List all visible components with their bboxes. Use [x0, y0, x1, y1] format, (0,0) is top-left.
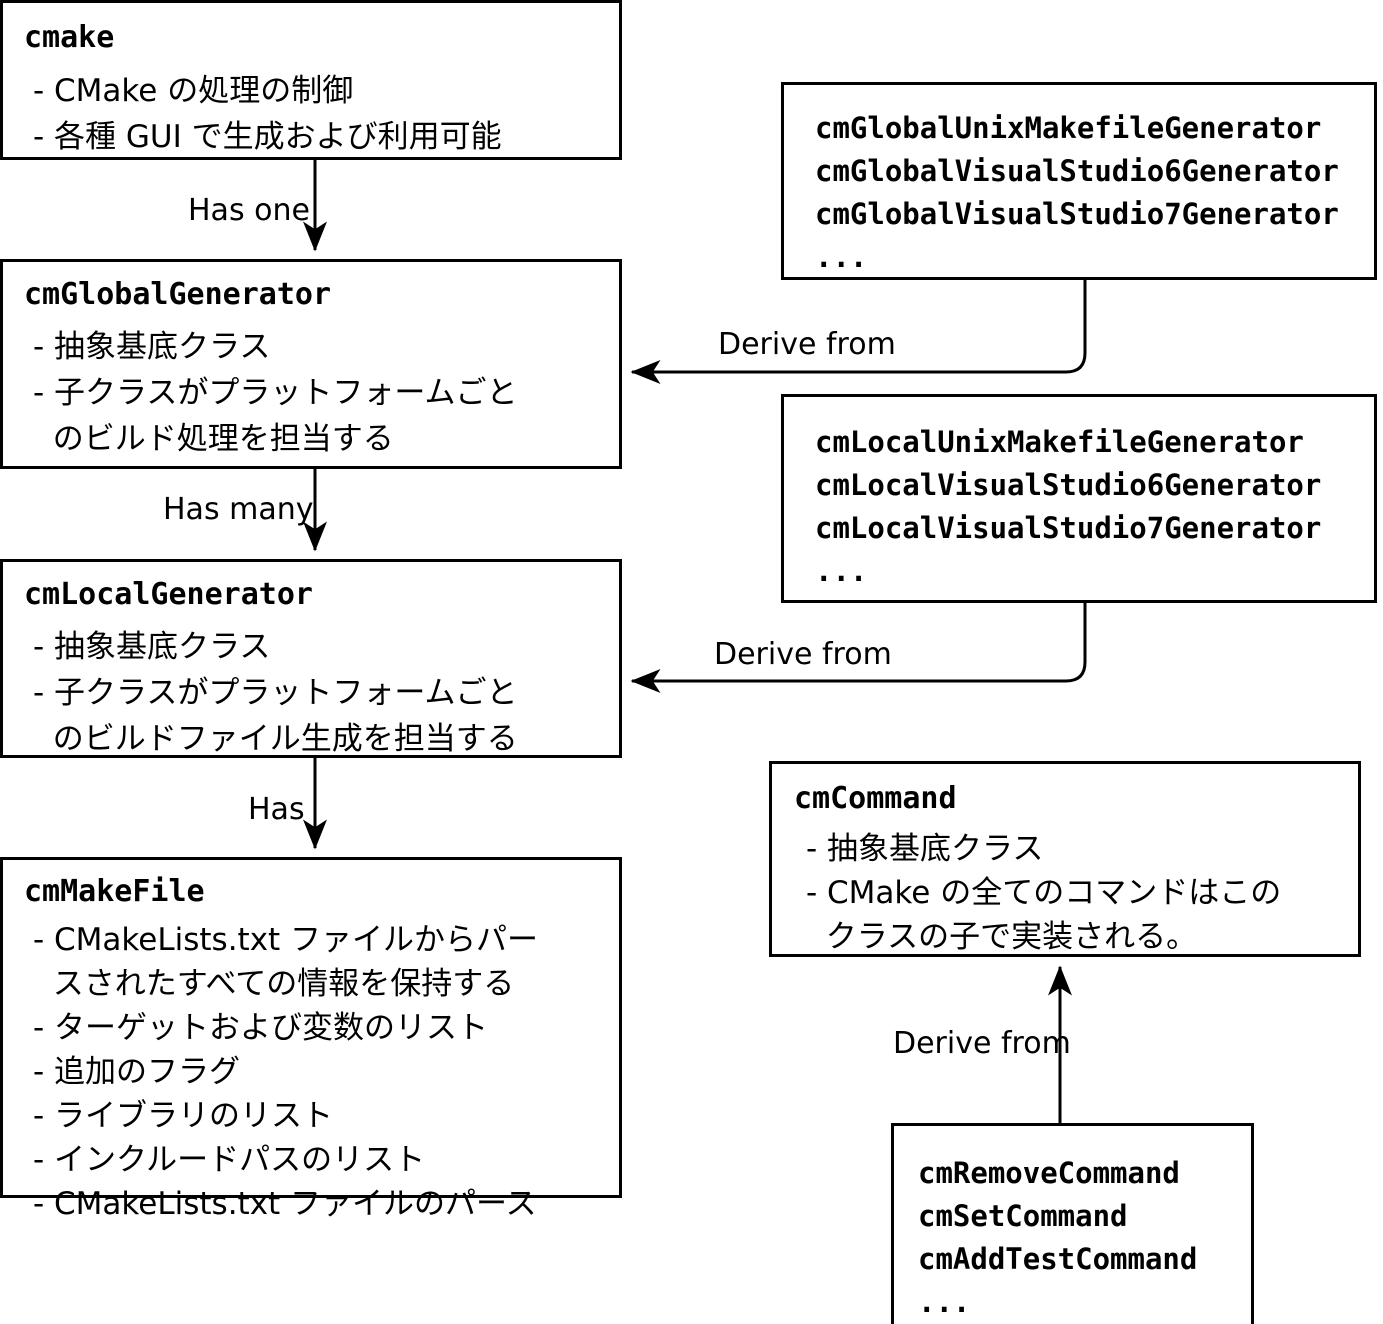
list-item: ... — [815, 554, 868, 588]
node-global-generator-subclasses[interactable]: cmGlobalUnixMakefileGenerator cmGlobalVi… — [781, 82, 1377, 280]
list-item: cmLocalUnixMakefileGenerator — [815, 425, 1304, 459]
list-item: ... — [918, 1285, 971, 1319]
global-generator-subclass-list: cmGlobalUnixMakefileGenerator cmGlobalVi… — [815, 107, 1339, 279]
bullet-item: - 子クラスがプラットフォームごと — [33, 375, 518, 411]
node-cmmakefile[interactable]: cmMakeFile - CMakeLists.txt ファイルからパー スされ… — [0, 857, 622, 1222]
node-cmcommand[interactable]: cmCommand - 抽象基底クラス - CMake の全てのコマンドはこの … — [769, 761, 1361, 957]
node-cmlocalgenerator[interactable]: cmLocalGenerator - 抽象基底クラス - 子クラスがプラットフォ… — [0, 559, 622, 758]
edge-label-has-one: Has one — [188, 193, 310, 228]
node-cmcommand-bullets: - 抽象基底クラス - CMake の全てのコマンドはこの クラスの子で実装され… — [806, 827, 1281, 959]
bullet-item: - 抽象基底クラス — [33, 629, 271, 665]
list-item: cmLocalVisualStudio6Generator — [815, 468, 1322, 502]
node-cmlocalgenerator-title: cmLocalGenerator — [24, 577, 313, 612]
bullet-item: のビルドファイル生成を担当する — [33, 721, 518, 757]
bullet-item: - 抽象基底クラス — [33, 329, 271, 365]
bullet-item: - インクルードパスのリスト — [33, 1142, 426, 1178]
list-item: cmSetCommand — [918, 1199, 1128, 1233]
list-item: cmGlobalVisualStudio7Generator — [815, 197, 1339, 231]
node-cmcommand-title: cmCommand — [794, 781, 957, 816]
list-item: cmRemoveCommand — [918, 1156, 1180, 1190]
bullet-item: - CMakeLists.txt ファイルからパー — [33, 922, 539, 958]
bullet-item: - 子クラスがプラットフォームごと — [33, 675, 518, 711]
edge-label-derive-from-local: Derive from — [714, 637, 892, 672]
node-cmake[interactable]: cmake - CMake の処理の制御 - 各種 GUI で生成および利用可能 — [0, 0, 622, 160]
node-command-subclasses[interactable]: cmRemoveCommand cmSetCommand cmAddTestCo… — [891, 1123, 1254, 1324]
bullet-item: - CMake の全てのコマンドはこの — [806, 875, 1282, 911]
bullet-item: のビルド処理を担当する — [33, 421, 394, 457]
bullet-item: - 抽象基底クラス — [806, 831, 1044, 867]
node-cmmakefile-title: cmMakeFile — [24, 874, 205, 909]
node-cmake-title: cmake — [24, 20, 115, 55]
node-local-generator-subclasses[interactable]: cmLocalUnixMakefileGenerator cmLocalVisu… — [781, 394, 1377, 603]
node-cmglobalgenerator-bullets: - 抽象基底クラス - 子クラスがプラットフォームごと のビルド処理を担当する — [33, 324, 518, 462]
command-subclass-list: cmRemoveCommand cmSetCommand cmAddTestCo… — [918, 1152, 1197, 1324]
node-cmmakefile-bullets: - CMakeLists.txt ファイルからパー スされたすべての情報を保持す… — [33, 918, 538, 1226]
bullet-item: - ターゲットおよび変数のリスト — [33, 1010, 489, 1046]
node-cmglobalgenerator[interactable]: cmGlobalGenerator - 抽象基底クラス - 子クラスがプラットフ… — [0, 259, 622, 469]
edge-label-derive-from-command: Derive from — [893, 1026, 1071, 1061]
edge-label-derive-from-global: Derive from — [718, 327, 896, 362]
local-generator-subclass-list: cmLocalUnixMakefileGenerator cmLocalVisu… — [815, 421, 1321, 593]
bullet-item: クラスの子で実装される。 — [806, 919, 1198, 955]
bullet-item: スされたすべての情報を保持する — [33, 966, 515, 1002]
edge-label-has-many: Has many — [163, 492, 314, 527]
node-cmglobalgenerator-title: cmGlobalGenerator — [24, 277, 332, 312]
bullet-item: - ライブラリのリスト — [33, 1098, 334, 1134]
node-cmlocalgenerator-bullets: - 抽象基底クラス - 子クラスがプラットフォームごと のビルドファイル生成を担… — [33, 624, 518, 762]
list-item: cmGlobalUnixMakefileGenerator — [815, 111, 1322, 145]
list-item: cmAddTestCommand — [918, 1242, 1198, 1276]
node-cmake-bullets: - CMake の処理の制御 - 各種 GUI で生成および利用可能 — [33, 68, 502, 160]
bullet-item: - CMake の処理の制御 — [33, 73, 354, 109]
list-item: cmGlobalVisualStudio6Generator — [815, 154, 1339, 188]
edge-label-has: Has — [248, 792, 305, 827]
list-item: ... — [815, 240, 868, 274]
bullet-item: - CMakeLists.txt ファイルのパース — [33, 1186, 537, 1222]
list-item: cmLocalVisualStudio7Generator — [815, 511, 1322, 545]
bullet-item: - 各種 GUI で生成および利用可能 — [33, 119, 502, 155]
bullet-item: - 追加のフラグ — [33, 1054, 241, 1090]
